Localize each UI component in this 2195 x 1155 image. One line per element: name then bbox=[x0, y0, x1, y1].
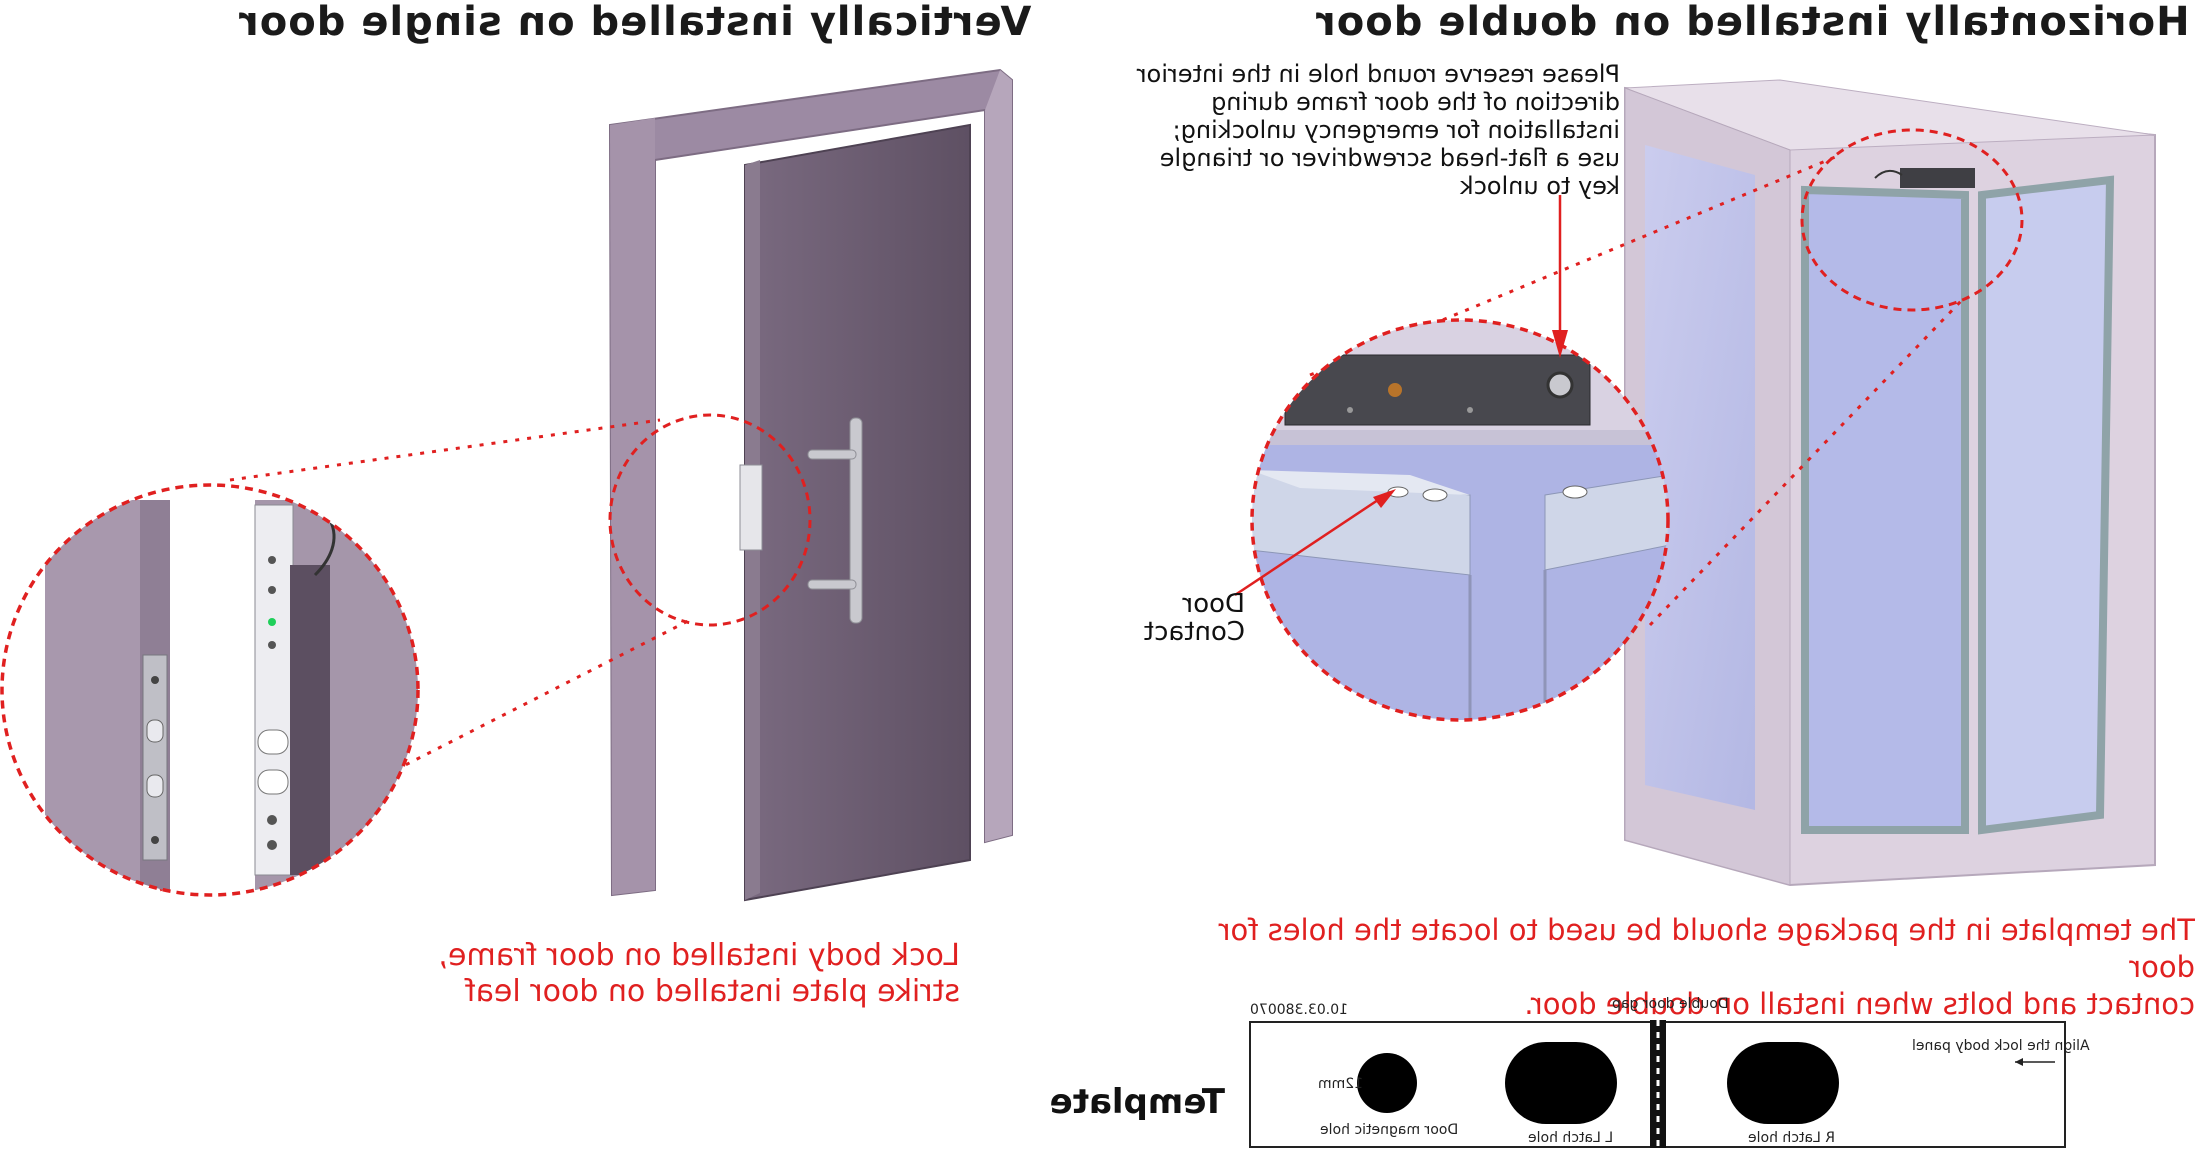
strike-plate bbox=[142, 654, 168, 861]
emergency-unlock-note: Please reserve round hole in the interio… bbox=[1136, 60, 1620, 200]
door-contact-arrow bbox=[1234, 490, 1391, 597]
door-handle bbox=[807, 417, 863, 624]
lock-body-zoom bbox=[254, 504, 294, 876]
template-magnetic-hole-label: Door magnetic hole bbox=[1320, 1122, 1459, 1138]
double-door-illustration bbox=[1234, 79, 2156, 887]
template-label: Template bbox=[1049, 1082, 1225, 1122]
heading-double-door: Horizontally installed on double door bbox=[1315, 0, 2190, 45]
lock-zoom-detail bbox=[2, 485, 418, 895]
template-drawing bbox=[1249, 1020, 2066, 1148]
template-align-label: Align the lock body panel bbox=[1912, 1038, 2090, 1054]
single-door-illustration bbox=[0, 68, 1013, 902]
right-glass-door bbox=[1978, 175, 2115, 835]
left-glass-door bbox=[1801, 185, 1969, 834]
template-r-latch-label: R Latch hole bbox=[1748, 1130, 1836, 1146]
lock-body-caption: Lock body installed on door frame, strik… bbox=[438, 938, 960, 1009]
r-latch-hole bbox=[1727, 1042, 1839, 1124]
magnetic-hole bbox=[1357, 1053, 1417, 1113]
highlight-circle-top bbox=[1800, 128, 2024, 312]
template-l-latch-label: L Latch hole bbox=[1528, 1130, 1614, 1146]
template-magnetic-size: 12mm bbox=[1318, 1076, 1364, 1092]
lock-body-small bbox=[739, 464, 763, 551]
template-gap-label: Double door gap bbox=[1612, 996, 1729, 1012]
lock-body-top bbox=[1900, 168, 1975, 188]
template-part-number: 10.03.380070 bbox=[1250, 1002, 1348, 1018]
l-latch-hole bbox=[1505, 1042, 1617, 1124]
heading-single-door: Vertically installed on single door bbox=[238, 0, 1032, 45]
highlight-circle-small bbox=[608, 413, 812, 627]
lock-body-zoom-top bbox=[1284, 354, 1591, 426]
door-contact-label: Door Contact bbox=[1143, 589, 1245, 647]
highlight-circle-large bbox=[0, 483, 420, 897]
highlight-circle-zoom-right bbox=[1250, 318, 1670, 722]
